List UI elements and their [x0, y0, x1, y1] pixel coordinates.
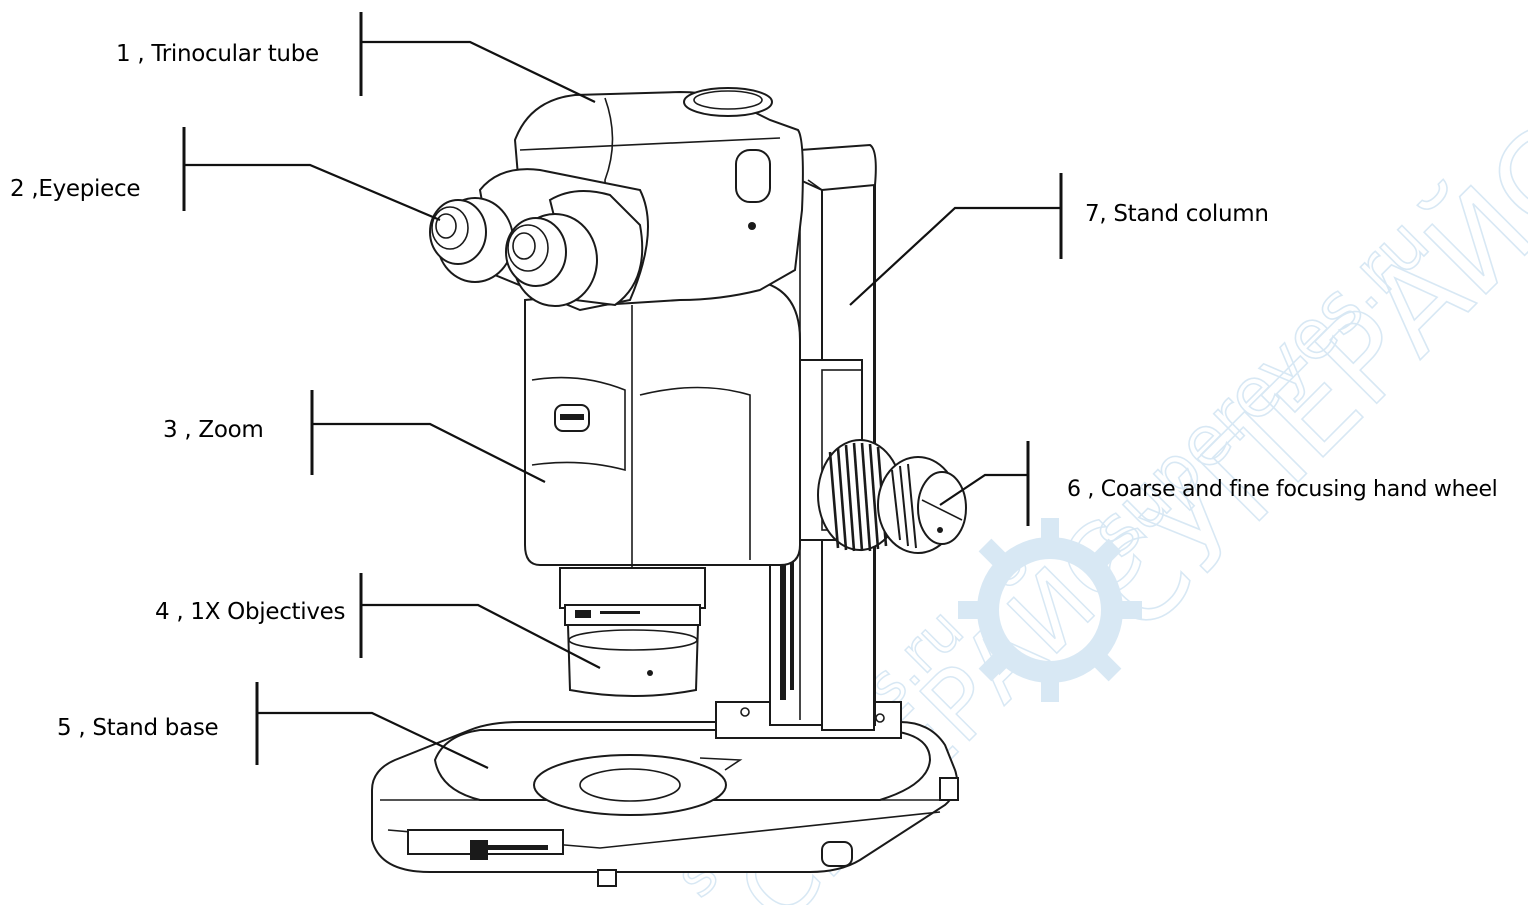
- label-eyepiece: 2 ,Eyepiece: [10, 176, 141, 202]
- label-stand-base: 5 , Stand base: [57, 715, 219, 741]
- focusing-wheel: [817, 439, 967, 554]
- label-focusing-wheel: 6 , Coarse and fine focusing hand wheel: [1067, 477, 1498, 502]
- gear-logo-icon: [958, 518, 1142, 702]
- label-stand-column: 7, Stand column: [1085, 201, 1269, 227]
- stand-base: [371, 721, 959, 887]
- label-objectives: 4 , 1X Objectives: [155, 599, 346, 625]
- microscope-body: [429, 87, 804, 697]
- label-zoom: 3 , Zoom: [163, 417, 264, 443]
- objective: [559, 567, 706, 697]
- label-trinocular-tube: 1 , Trinocular tube: [116, 41, 319, 67]
- eyepiece-right: [505, 213, 598, 307]
- leader-lines: [182, 12, 1063, 769]
- eyepiece-left: [429, 197, 514, 283]
